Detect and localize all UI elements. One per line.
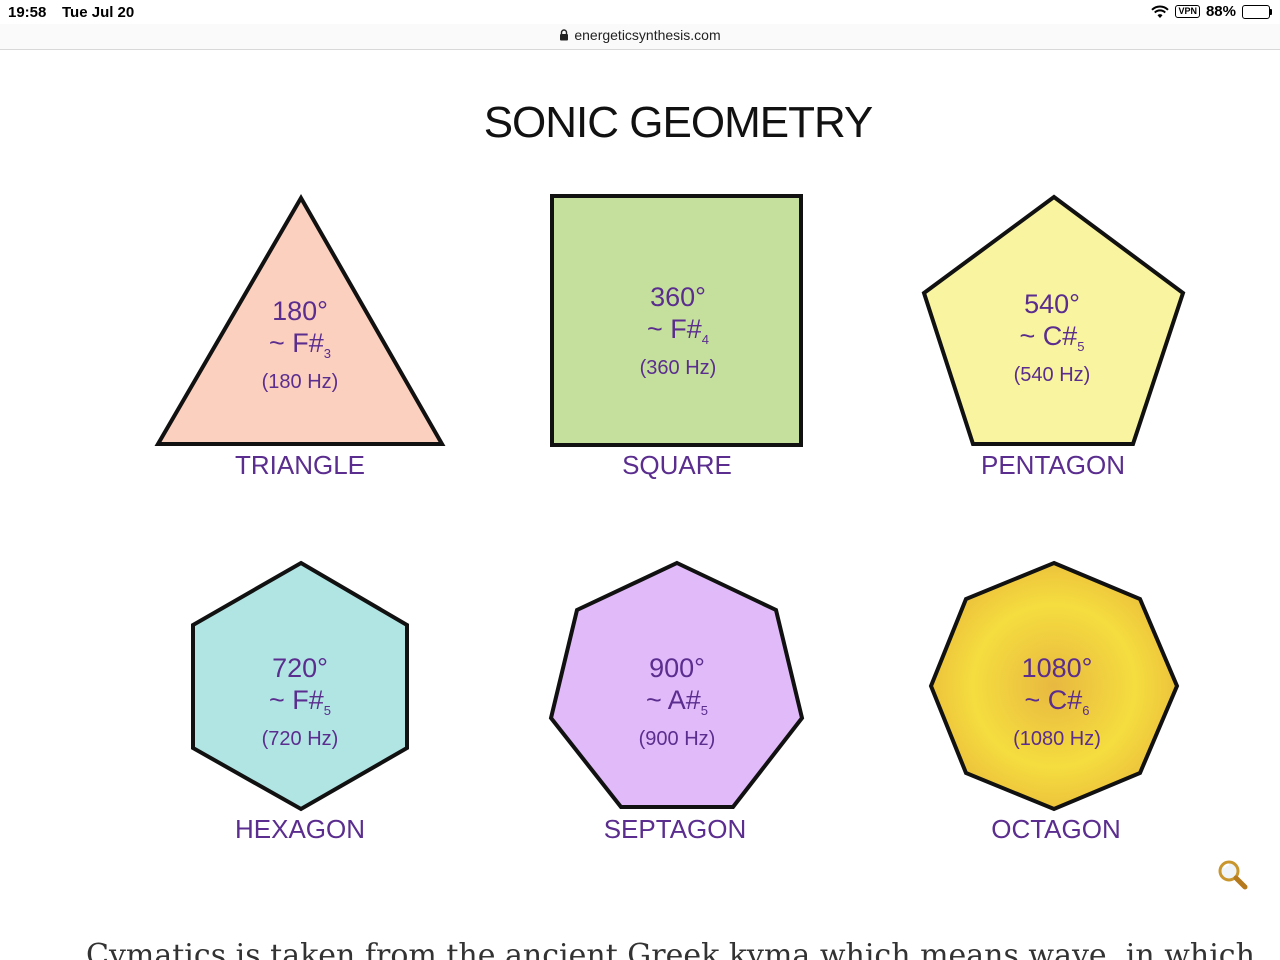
septagon-note: ~ A# bbox=[645, 685, 701, 715]
wifi-icon bbox=[1151, 5, 1170, 18]
pentagon-label: PENTAGON bbox=[981, 450, 1125, 480]
triangle-values: 180° ~ F#3 (180 Hz) bbox=[210, 296, 390, 393]
hexagon-degrees: 720° bbox=[272, 653, 328, 683]
pentagon-frequency: (540 Hz) bbox=[1013, 364, 1091, 386]
vpn-badge: VPN bbox=[1175, 5, 1200, 18]
septagon-degrees: 900° bbox=[649, 653, 705, 683]
pentagon-values: 540° ~ C#5 (540 Hz) bbox=[962, 289, 1142, 386]
shapes-canvas bbox=[154, 193, 1186, 812]
octagon-degrees: 1080° bbox=[1021, 653, 1093, 683]
triangle-degrees: 180° bbox=[272, 296, 328, 326]
hexagon-note: ~ F# bbox=[268, 685, 324, 715]
septagon-octave: 5 bbox=[700, 703, 709, 718]
battery-icon bbox=[1242, 4, 1272, 19]
square-values: 360° ~ F#4 (360 Hz) bbox=[588, 282, 768, 379]
address-bar[interactable]: energeticsynthesis.com bbox=[0, 24, 1280, 50]
status-right: VPN 88% bbox=[1151, 3, 1272, 20]
status-bar: 19:58 Tue Jul 20 VPN 88% bbox=[0, 0, 1280, 24]
magnifier-icon[interactable] bbox=[1216, 858, 1248, 890]
battery-percent: 88% bbox=[1205, 3, 1236, 20]
square-note: ~ F# bbox=[646, 314, 702, 344]
septagon-label: SEPTAGON bbox=[603, 814, 747, 844]
status-date: Tue Jul 20 bbox=[62, 4, 135, 21]
figure-title: SONIC GEOMETRY bbox=[483, 98, 874, 147]
octagon-values: 1080° ~ C#6 (1080 Hz) bbox=[967, 653, 1147, 750]
triangle-frequency: (180 Hz) bbox=[261, 371, 339, 393]
octagon-shape bbox=[928, 560, 1180, 812]
status-time: 19:58 bbox=[8, 4, 47, 21]
triangle-octave: 3 bbox=[323, 346, 331, 361]
square-label: SQUARE bbox=[622, 450, 732, 480]
hexagon-values: 720° ~ F#5 (720 Hz) bbox=[210, 653, 390, 750]
octagon-octave: 6 bbox=[1082, 703, 1090, 718]
hexagon-octave: 5 bbox=[323, 703, 331, 718]
octagon-label: OCTAGON bbox=[991, 814, 1121, 844]
triangle-shape bbox=[154, 193, 446, 446]
url-text[interactable]: energeticsynthesis.com bbox=[574, 26, 721, 43]
octagon-frequency: (1080 Hz) bbox=[1013, 728, 1101, 750]
lock-icon bbox=[560, 28, 569, 40]
square-degrees: 360° bbox=[650, 282, 706, 312]
hexagon-shape bbox=[191, 560, 409, 812]
square-shape bbox=[550, 194, 803, 447]
septagon-values: 900° ~ A#5 (900 Hz) bbox=[587, 653, 767, 750]
article-text-partial: Cymatics is taken from the ancient Greek… bbox=[86, 938, 1255, 960]
square-frequency: (360 Hz) bbox=[639, 357, 717, 379]
sonic-geometry-figure: SONIC GEOMETRY 180° ~ F#3 (180 Hz) TRIAN… bbox=[0, 50, 1280, 930]
pentagon-shape bbox=[921, 194, 1186, 446]
hexagon-label: HEXAGON bbox=[234, 814, 366, 844]
triangle-note: ~ F# bbox=[268, 328, 324, 358]
square-octave: 4 bbox=[701, 332, 709, 347]
hexagon-frequency: (720 Hz) bbox=[261, 728, 339, 750]
pentagon-octave: 5 bbox=[1077, 339, 1085, 354]
septagon-frequency: (900 Hz) bbox=[638, 728, 716, 750]
septagon-shape bbox=[548, 560, 805, 809]
octagon-note: ~ C# bbox=[1024, 685, 1083, 715]
triangle-label: TRIANGLE bbox=[234, 450, 366, 480]
pentagon-degrees: 540° bbox=[1024, 289, 1080, 319]
pentagon-note: ~ C# bbox=[1019, 321, 1078, 351]
